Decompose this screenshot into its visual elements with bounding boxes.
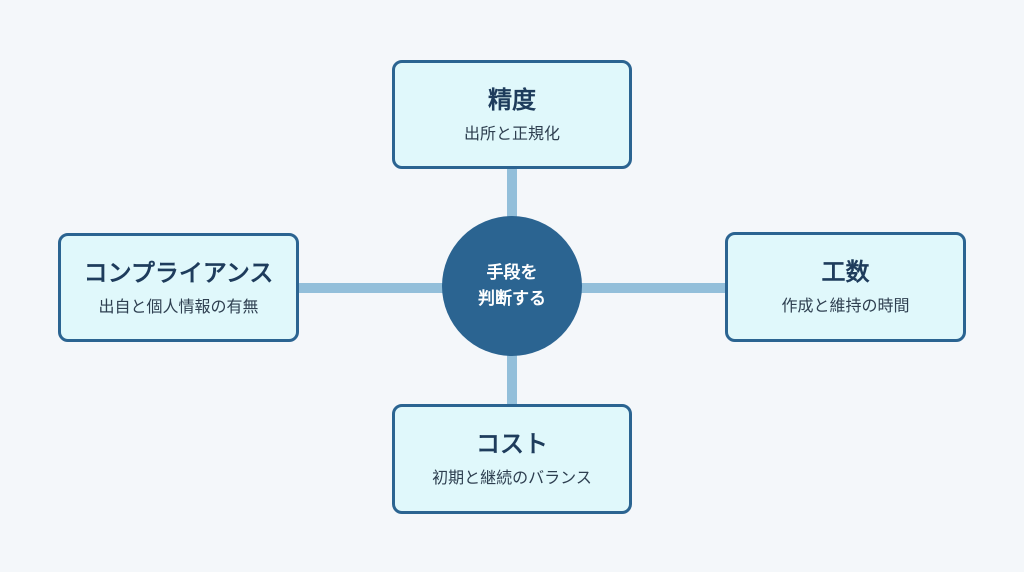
node-effort-description: 作成と維持の時間 bbox=[781, 296, 910, 315]
node-accuracy-description: 出所と正規化 bbox=[463, 123, 560, 143]
node-effort: 工数 作成と維持の時間 bbox=[725, 232, 966, 342]
center-label-line2: 判断する bbox=[478, 289, 546, 309]
node-compliance: コンプライアンス 出自と個人情報の有無 bbox=[58, 233, 299, 342]
connector-left bbox=[296, 283, 446, 293]
connector-bottom bbox=[507, 350, 517, 408]
node-cost-title: コスト bbox=[476, 430, 548, 458]
node-compliance-title: コンプライアンス bbox=[83, 258, 274, 287]
center-hub: 手段を 判断する bbox=[442, 216, 582, 356]
node-accuracy: 精度 出所と正規化 bbox=[392, 60, 632, 169]
node-effort-title: 工数 bbox=[821, 258, 870, 286]
center-label-line1: 手段を bbox=[486, 263, 538, 283]
node-cost-description: 初期と継続のバランス bbox=[432, 468, 592, 487]
connector-right bbox=[578, 283, 728, 293]
node-cost: コスト 初期と継続のバランス bbox=[392, 404, 632, 514]
node-accuracy-title: 精度 bbox=[488, 85, 536, 114]
node-compliance-description: 出自と個人情報の有無 bbox=[98, 296, 259, 316]
connector-top bbox=[507, 166, 517, 224]
